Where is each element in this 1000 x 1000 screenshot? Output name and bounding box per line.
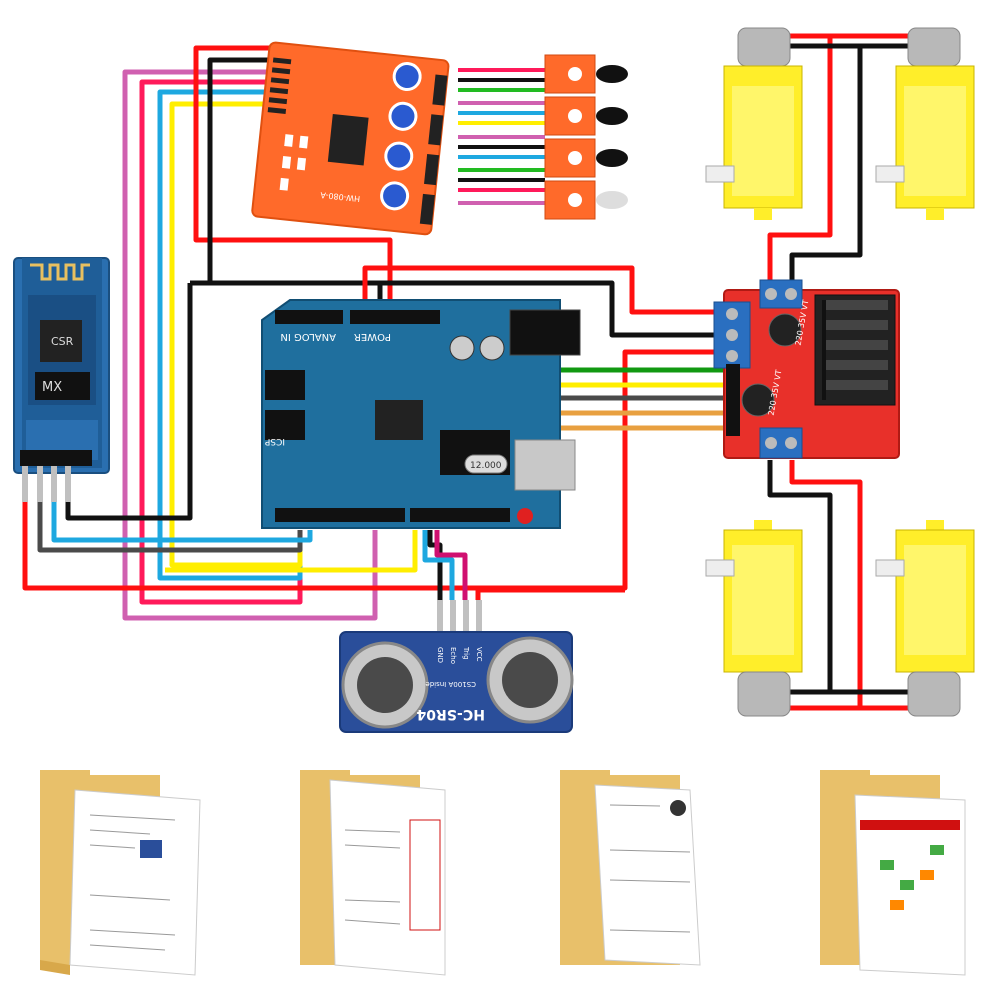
- arduino-crystal-label: 12.000: [470, 461, 502, 471]
- ir-sensor-wires: [458, 68, 545, 205]
- ir-tracking-module: HW-080-A: [251, 41, 450, 236]
- sonar-model: HC-SR04: [416, 706, 485, 722]
- wire-cyan-bt: [51, 500, 313, 543]
- bt-chip-label: MX: [42, 380, 62, 395]
- wire-black-bt: [65, 283, 193, 521]
- wire-cyan-sonar: [422, 530, 455, 600]
- sonar-pin-gnd: GND: [436, 647, 444, 663]
- motor-driver: 220 35V VT 220 35V VT: [713, 279, 900, 459]
- sonar-pin-trig: Trig: [462, 646, 470, 660]
- dc-motor-icon: [875, 520, 975, 717]
- folder-icon: [300, 770, 446, 976]
- folders: [40, 770, 966, 976]
- wire-magenta-sonar: [434, 530, 468, 600]
- wire-red-power: [362, 265, 724, 315]
- dc-motor-icon: [705, 520, 803, 717]
- ir-sensor-icon: [544, 180, 628, 220]
- wire-black-main: [190, 280, 724, 338]
- folder-icon: [560, 770, 701, 966]
- wire-yellow-sonar: [165, 530, 418, 573]
- bluetooth-module: CSR MX: [13, 257, 110, 502]
- wire-red-motor-bl: [789, 460, 863, 711]
- wire-black-motor-bl: [767, 460, 833, 695]
- dc-motor-icon: [705, 27, 803, 220]
- ir-sensor-icon: [544, 54, 628, 94]
- potentiometers: [380, 62, 422, 211]
- arduino-power-label: POWER: [354, 331, 391, 342]
- arduino-board: ANALOG IN POWER ICSP 12.000: [261, 299, 581, 529]
- arduino-analog-label: ANALOG IN: [280, 331, 336, 342]
- sonar-pin-echo: Echo: [449, 647, 457, 664]
- ultrasonic-sensor: GND Echo Trig VCC HC-SR04 CS100A Inside: [339, 600, 574, 733]
- sonar-pin-vcc: VCC: [475, 647, 483, 662]
- motors: [705, 27, 975, 717]
- wire-red-sonar: [475, 587, 625, 600]
- dc-motor-icon: [875, 27, 975, 220]
- ir-sensor-icon: [544, 138, 628, 178]
- sonar-side-label: CS100A Inside: [425, 680, 476, 688]
- folder-icon: [820, 770, 966, 976]
- ir-sensor-heads: [544, 54, 628, 220]
- wire-black-motor-tl: [789, 43, 863, 290]
- ir-module-label: HW-080-A: [319, 190, 360, 203]
- wire-red-top: [193, 45, 393, 305]
- folder-icon: [40, 770, 201, 976]
- arduino-icsp-label: ICSP: [264, 436, 285, 446]
- wire-yellow-1: [169, 101, 303, 568]
- bt-chip-brand: CSR: [51, 335, 74, 348]
- ir-sensor-icon: [544, 96, 628, 136]
